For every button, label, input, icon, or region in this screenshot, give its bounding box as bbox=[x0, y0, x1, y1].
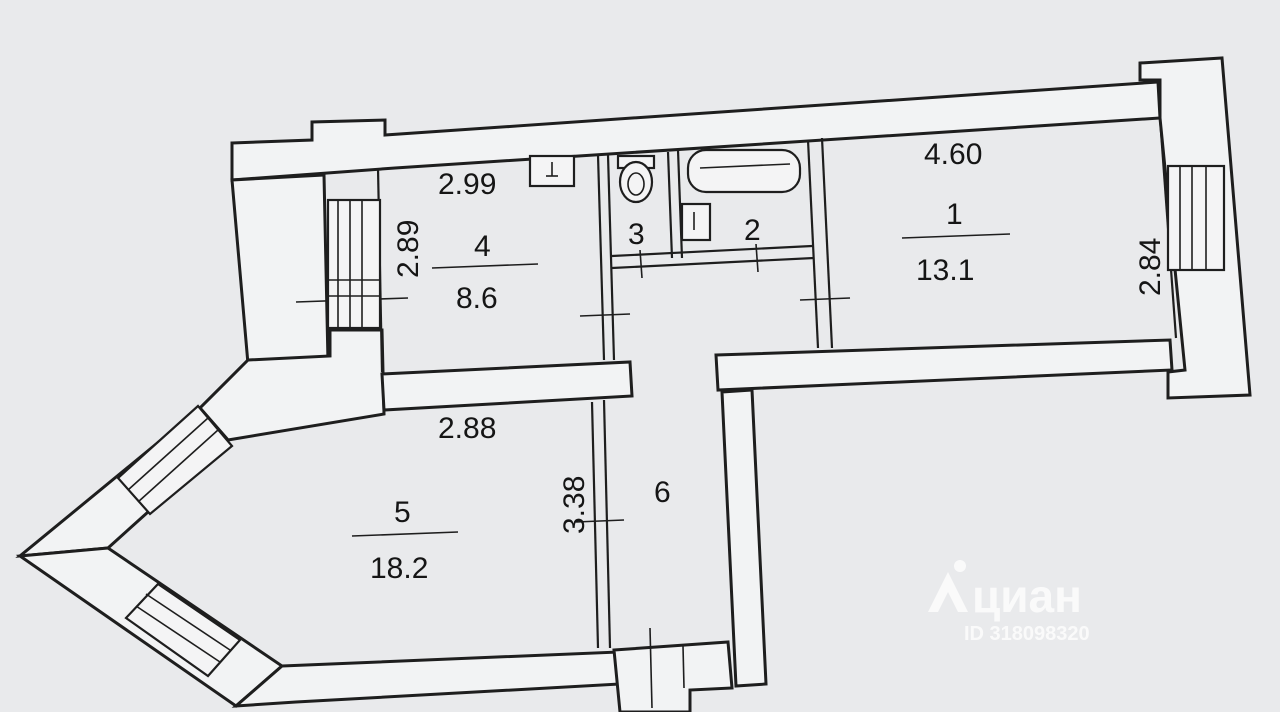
room3-number: 3 bbox=[628, 218, 645, 251]
door-tick bbox=[579, 313, 631, 317]
left-upper-wall bbox=[230, 173, 330, 366]
room4-bottom-wall bbox=[380, 360, 634, 412]
room1-left-partition-a bbox=[806, 139, 820, 349]
room4-number: 4 bbox=[474, 230, 491, 263]
room1-width: 4.60 bbox=[924, 138, 982, 171]
toilet-icon bbox=[616, 154, 656, 204]
room4-right-partition-a bbox=[596, 154, 606, 361]
door-tick bbox=[755, 243, 759, 273]
room4-area: 8.6 bbox=[456, 282, 498, 315]
room1-area: 13.1 bbox=[916, 254, 974, 287]
door-tick bbox=[649, 627, 653, 709]
cian-watermark: циан ID 318098320 bbox=[928, 560, 1090, 645]
wc-bath-partition-a bbox=[666, 151, 674, 259]
bathtub-icon bbox=[686, 148, 802, 194]
kitchen-sink-icon bbox=[528, 154, 576, 188]
watermark-brand: циан bbox=[972, 570, 1082, 622]
room5-right-partition-b bbox=[602, 399, 612, 649]
room1-depth: 2.84 bbox=[1134, 238, 1167, 296]
room1-bottom-wall bbox=[714, 338, 1174, 392]
room4-width: 2.99 bbox=[438, 168, 496, 201]
corridor-right-wall bbox=[720, 388, 768, 688]
room5-depth: 3.38 bbox=[558, 476, 591, 534]
top-wall bbox=[230, 80, 1162, 182]
watermark-id: ID 318098320 bbox=[964, 623, 1090, 645]
room5-number: 5 bbox=[394, 496, 411, 529]
window-diagonal-lower bbox=[124, 582, 242, 678]
door-tick bbox=[799, 297, 851, 301]
window-diagonal-upper bbox=[116, 404, 234, 516]
room4-depth: 2.89 bbox=[392, 220, 425, 278]
window-right bbox=[1166, 164, 1226, 272]
windows bbox=[116, 164, 1226, 678]
room5-right-partition-a bbox=[590, 401, 600, 649]
room4-right-partition-b bbox=[606, 154, 616, 361]
room5-area: 18.2 bbox=[370, 552, 428, 585]
wc-bath-bottom-a bbox=[611, 244, 813, 258]
window-left bbox=[326, 198, 382, 330]
bottom-wall bbox=[231, 650, 622, 708]
wc-bath-bottom-b bbox=[611, 256, 815, 270]
door-tick bbox=[575, 519, 625, 523]
fixtures bbox=[528, 148, 802, 242]
room6-number: 6 bbox=[654, 476, 671, 509]
door-tick bbox=[639, 249, 643, 279]
partitions bbox=[376, 117, 1178, 649]
label-dividers bbox=[351, 233, 1011, 537]
door-tick bbox=[682, 645, 685, 689]
room1-left-partition-b bbox=[820, 137, 834, 349]
cian-logo-icon bbox=[928, 560, 968, 612]
corridor-bottom-wall bbox=[612, 640, 734, 712]
room2-number: 2 bbox=[744, 214, 761, 247]
room1-number: 1 bbox=[946, 198, 963, 231]
room5-width: 2.88 bbox=[438, 412, 496, 445]
sink-icon bbox=[680, 202, 712, 242]
